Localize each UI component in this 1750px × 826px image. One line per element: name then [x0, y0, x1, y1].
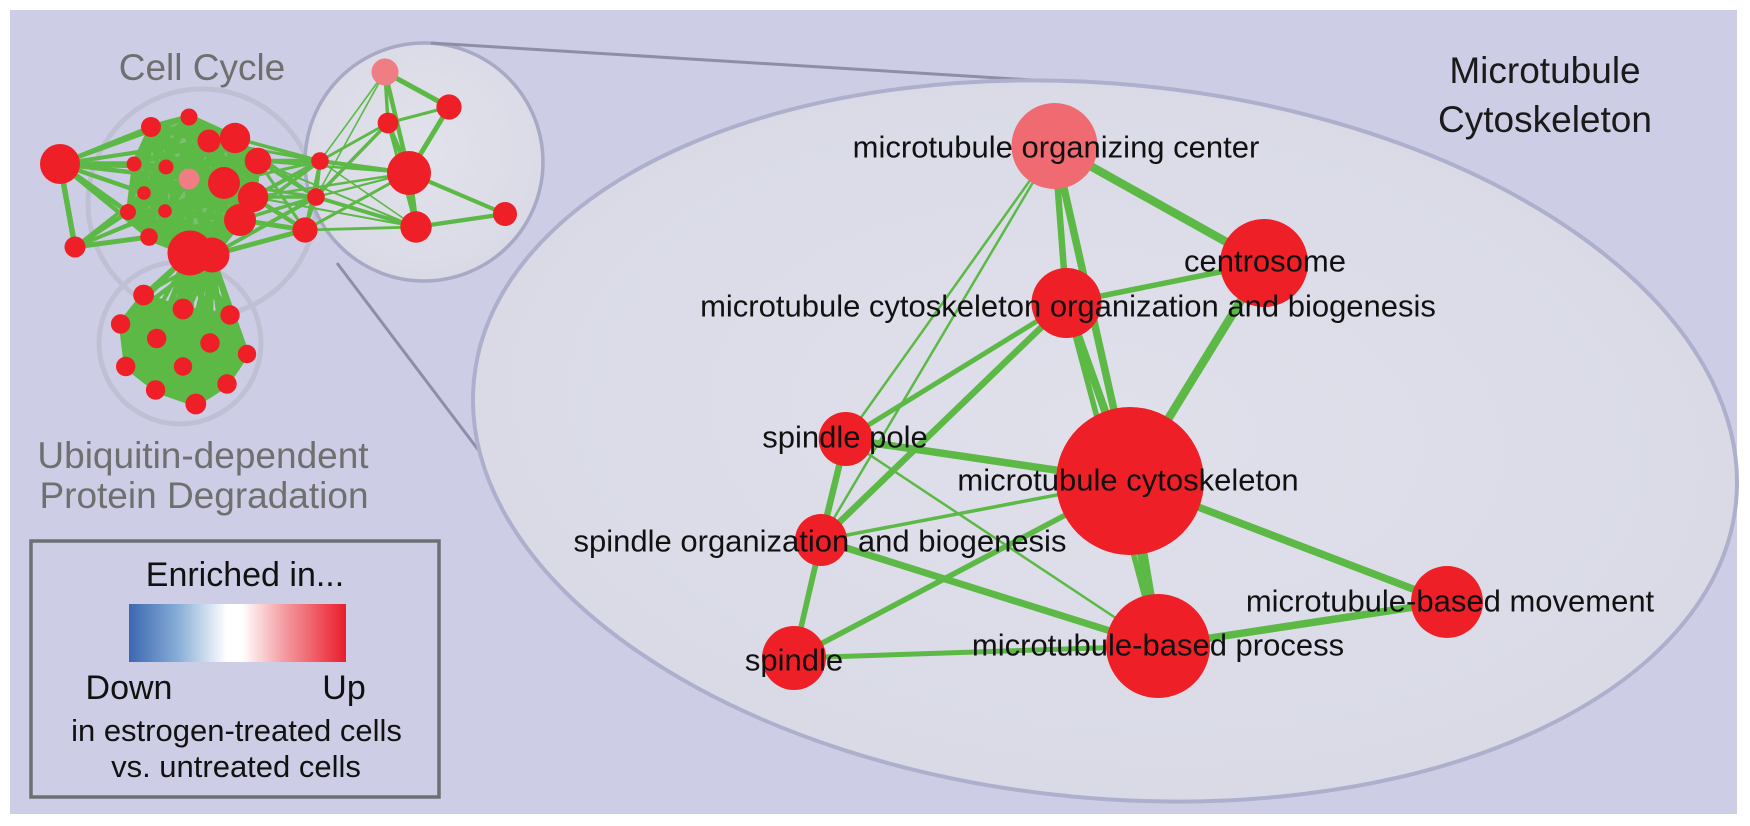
- svg-text:Protein Degradation: Protein Degradation: [39, 475, 368, 516]
- svg-text:centrosome: centrosome: [1184, 243, 1346, 278]
- svg-text:spindle: spindle: [745, 642, 843, 677]
- svg-text:Down: Down: [86, 669, 173, 707]
- svg-text:Cytoskeleton: Cytoskeleton: [1438, 99, 1652, 140]
- svg-text:microtubule organizing center: microtubule organizing center: [853, 129, 1260, 164]
- svg-text:vs. untreated cells: vs. untreated cells: [111, 749, 361, 784]
- svg-text:microtubule-based process: microtubule-based process: [972, 627, 1344, 662]
- svg-text:spindle pole: spindle pole: [762, 419, 927, 454]
- svg-text:Microtubule: Microtubule: [1449, 50, 1640, 91]
- svg-text:Enriched in...: Enriched in...: [146, 556, 344, 594]
- svg-text:Ubiquitin-dependent: Ubiquitin-dependent: [37, 435, 369, 476]
- svg-text:microtubule-based movement: microtubule-based movement: [1246, 583, 1655, 618]
- svg-text:Up: Up: [322, 669, 365, 707]
- svg-text:microtubule cytoskeleton: microtubule cytoskeleton: [957, 462, 1298, 497]
- svg-text:in estrogen-treated cells: in estrogen-treated cells: [71, 713, 402, 748]
- svg-text:microtubule cytoskeleton organ: microtubule cytoskeleton organization an…: [700, 288, 1436, 323]
- svg-text:Cell Cycle: Cell Cycle: [119, 47, 286, 88]
- svg-text:spindle organization and bioge: spindle organization and biogenesis: [574, 523, 1067, 558]
